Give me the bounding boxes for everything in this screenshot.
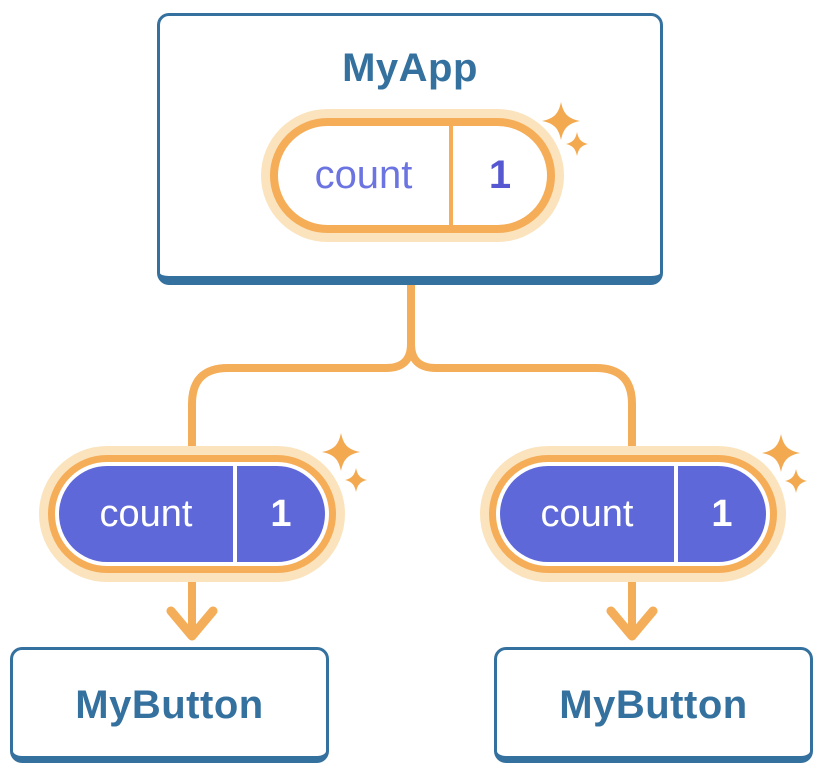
- prop-pill-right-fill: count 1: [500, 466, 766, 562]
- sparkle-icon: [785, 469, 807, 493]
- pill-divider: [449, 126, 453, 225]
- component-card-child-left: MyButton: [10, 647, 329, 763]
- prop-label: count: [99, 492, 193, 535]
- sparkle-icon: [322, 433, 360, 471]
- component-title-root: MyApp: [342, 46, 478, 90]
- pill-divider: [233, 466, 237, 562]
- state-value: 1: [488, 153, 512, 197]
- sparkle-icon: [762, 434, 800, 472]
- component-title-child-right: MyButton: [559, 682, 748, 727]
- prop-value: 1: [270, 492, 292, 535]
- sparkle-icon: [345, 468, 367, 492]
- arrow-right-head-icon: [606, 606, 658, 641]
- prop-pill-right: count 1: [489, 455, 777, 573]
- pill-divider: [674, 466, 678, 562]
- state-pill-root: count 1: [270, 118, 555, 233]
- prop-pill-left: count 1: [48, 455, 336, 573]
- prop-pill-left-fill: count 1: [59, 466, 325, 562]
- tree-branch-right-line: [407, 343, 636, 453]
- component-title-child-left: MyButton: [75, 682, 264, 727]
- arrow-left-head-icon: [166, 606, 218, 641]
- tree-branch-left-line: [188, 343, 415, 453]
- prop-value: 1: [711, 492, 733, 535]
- component-card-child-right: MyButton: [494, 647, 813, 763]
- prop-label: count: [540, 492, 634, 535]
- state-label: count: [314, 153, 413, 197]
